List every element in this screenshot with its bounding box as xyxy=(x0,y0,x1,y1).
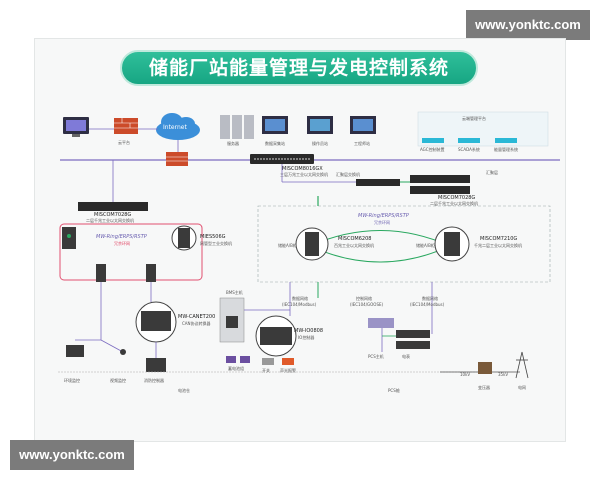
sensor-icon xyxy=(120,349,126,355)
protocol3-sub: (IEC104/Modbus) xyxy=(410,302,445,307)
left-switch-icon xyxy=(78,202,148,211)
protocol2-sub: (IEC104/GOOSE) xyxy=(350,302,384,307)
left-ring-label: MW-Ring/ERPS/RSTP xyxy=(96,234,147,240)
left-ring xyxy=(59,223,203,281)
env-monitor-label: 环境监控 xyxy=(64,378,80,383)
miscom7210g-icon xyxy=(444,232,460,256)
watermark-top: www.yonktc.com xyxy=(466,10,590,40)
right-platform-label: 云端管理平台 xyxy=(462,116,486,121)
main-switch-name: MISCOM8016GX xyxy=(282,166,323,172)
workstation1-label: 数据采集站 xyxy=(265,141,285,146)
protocol2-label: 控制网络 xyxy=(356,296,372,301)
canet-desc: CAN协议转换器 xyxy=(182,321,211,326)
left-ring-device xyxy=(62,227,76,249)
sw1-desc: 百兆工业以太网交换机 xyxy=(334,243,374,248)
server-label: 服务器 xyxy=(227,141,239,146)
sw1-name: MISCOM6208 xyxy=(338,236,372,242)
server-rack-icon xyxy=(220,115,254,139)
cloud-label: Internet xyxy=(163,124,187,131)
battery-house-label: 电池仓 xyxy=(178,388,190,393)
canet-name: MW-CANET200 xyxy=(178,314,216,320)
diagram-title: 储能厂站能量管理与发电控制系统 xyxy=(120,50,478,86)
io0808-desc: IO控制器 xyxy=(298,335,315,340)
workstation3-label: 工程师站 xyxy=(354,141,370,146)
node2-label: 储能A/B柜 xyxy=(416,243,435,248)
transformer-icon xyxy=(478,362,492,374)
grid-voltage2: 35kV xyxy=(498,372,509,377)
camera-icon xyxy=(66,345,84,357)
left-switch-name: MISCOM7028G xyxy=(94,212,132,218)
pcs-label: PCS主机 xyxy=(368,354,384,359)
fire-controller-icon xyxy=(146,358,166,372)
node1-label: 储能A/B柜 xyxy=(278,243,297,248)
battery-icon xyxy=(226,356,294,365)
protocol1-sub: (IEC104/Modbus) xyxy=(282,302,317,307)
platform-label: 云平台 xyxy=(118,140,130,145)
sw2-desc: 千兆二层工业以太网交换机 xyxy=(474,243,522,248)
power-tower-icon xyxy=(515,351,529,379)
grid-label: 电网 xyxy=(518,385,526,390)
sw2-name: MISCOM7210G xyxy=(480,236,518,242)
alarm-label: 声光报警 xyxy=(280,368,296,373)
watermark-bottom: www.yonktc.com xyxy=(10,440,134,470)
switch-icon xyxy=(410,175,470,194)
switch-on-label: 开关 xyxy=(262,368,270,373)
firewall-icon xyxy=(114,118,138,134)
battery-label: 蓄电池组 xyxy=(228,366,244,371)
workstation2-label: 操作员站 xyxy=(312,141,328,146)
bms-device-icon xyxy=(219,297,245,343)
mid-switch-desc: 汇聚层交换机 xyxy=(336,172,360,177)
workstation-icon xyxy=(307,116,333,134)
bms-label: BMS主机 xyxy=(226,290,243,295)
workstation-icon xyxy=(350,116,376,134)
pcs-house-label: PCS舱 xyxy=(388,388,400,393)
firewall-icon xyxy=(166,152,188,166)
main-switch-icon xyxy=(250,154,314,164)
io0808-name: MW-IO0808 xyxy=(294,328,323,334)
protocol1-label: 数据网络 xyxy=(292,296,308,301)
right-device3-label: 能量管理系统 xyxy=(494,147,518,152)
fire-controller-label: 消防控制器 xyxy=(144,378,164,383)
mies-name: MIES506G xyxy=(200,234,226,240)
right-ring-area xyxy=(257,205,551,283)
protocol3-label: 数据网络 xyxy=(422,296,438,301)
monitor-icon xyxy=(63,117,89,137)
left-ring-sub: 冗余环网 xyxy=(114,241,130,246)
switch-right-name: MISCOM7028G xyxy=(438,195,476,201)
miscom6208-icon xyxy=(305,232,319,256)
switch-right1-label: 汇聚层 xyxy=(486,170,498,175)
cloud-icon xyxy=(156,113,200,140)
pcs-device-icon xyxy=(368,318,430,349)
io-device-icon xyxy=(96,264,156,282)
workstation-icon xyxy=(262,116,288,134)
video-monitor-label: 视频监控 xyxy=(110,378,126,383)
server-device-icon xyxy=(422,138,517,143)
switch-right-desc: 二层千兆工业以太网交换机 xyxy=(430,201,478,206)
left-switch-desc: 二层千兆工业以太网交换机 xyxy=(86,218,134,223)
io0808-icon xyxy=(260,327,292,345)
main-switch-desc: 三层万兆工业以太网交换机 xyxy=(280,172,328,177)
switch-icon xyxy=(356,179,400,186)
right-device2-label: SCADA系统 xyxy=(458,147,480,152)
right-device1-label: AGC控制装置 xyxy=(420,147,445,152)
meter-label: 电表 xyxy=(402,354,410,359)
right-ring-sub: 冗余环网 xyxy=(374,220,390,225)
canet-device-icon xyxy=(141,311,171,331)
transformer-label: 变压器 xyxy=(478,385,490,390)
grid-voltage1: 10kV xyxy=(460,372,471,377)
right-ring-label: MW-Ring/ERPS/RSTP xyxy=(358,213,409,219)
mies-desc: 网管型工业交换机 xyxy=(200,241,232,246)
